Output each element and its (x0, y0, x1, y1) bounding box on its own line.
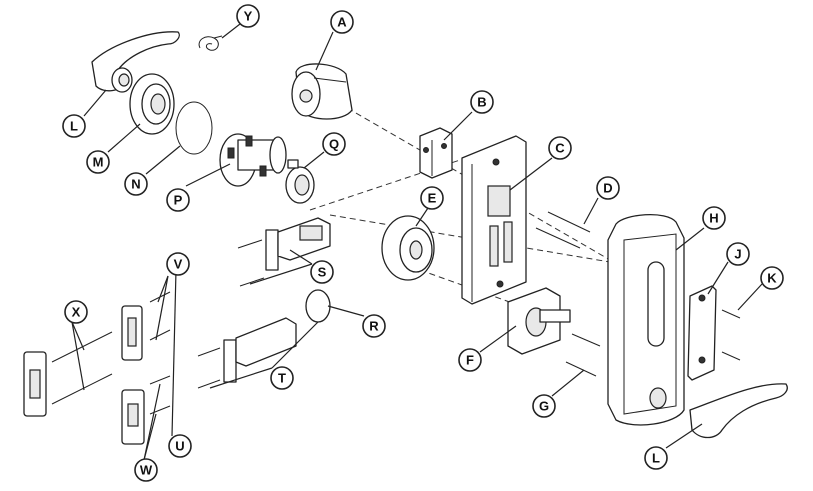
lever-handle-left (91, 31, 180, 93)
callout-G: G (532, 394, 556, 418)
callout-R: R (362, 314, 386, 338)
lock-chassis (461, 135, 527, 305)
callout-V-text: V (174, 257, 183, 272)
callout-N: N (124, 172, 148, 196)
latch-retainer (419, 127, 453, 179)
callout-S: S (310, 260, 334, 284)
callout-F-text: F (466, 353, 474, 368)
callout-C-text: C (555, 141, 565, 156)
callout-L-top: L (62, 114, 86, 138)
callout-K-text: K (767, 271, 777, 286)
callout-P-text: P (174, 193, 183, 208)
deadbolt-latch (237, 217, 331, 287)
callout-M-text: M (93, 155, 104, 170)
callout-B: B (470, 90, 494, 114)
callout-T: T (270, 366, 294, 390)
callout-E: E (420, 186, 444, 210)
chassis-screws (535, 211, 591, 249)
callout-Y: Y (236, 4, 260, 28)
callout-X-text: X (72, 305, 81, 320)
callout-U-text: U (175, 439, 184, 454)
cylinder-ring (381, 215, 435, 281)
callout-X: X (64, 300, 88, 324)
lever-handle-right (689, 383, 788, 439)
rose (129, 73, 175, 135)
callout-H-text: H (709, 211, 718, 226)
callout-Q: Q (322, 132, 346, 156)
callout-M: M (86, 150, 110, 174)
retaining-clip (198, 35, 223, 51)
assembly-axis-lines (309, 97, 611, 321)
callout-B-text: B (477, 95, 486, 110)
callout-A: A (330, 10, 354, 34)
callout-Q-text: Q (329, 137, 339, 152)
bracket-screws (721, 309, 741, 361)
leader-lines (71, 23, 763, 461)
passage-latch (197, 289, 331, 389)
callout-J-text: J (734, 247, 741, 262)
callout-H: H (702, 206, 726, 230)
callout-F: F (458, 348, 482, 372)
callout-W: W (134, 458, 158, 482)
interior-bracket (687, 285, 717, 381)
callout-Y-text: Y (244, 9, 253, 24)
callout-G-text: G (539, 399, 549, 414)
o-ring (175, 101, 213, 155)
callout-T-text: T (278, 371, 286, 386)
callout-A-text: A (337, 15, 347, 30)
mounting-plate (219, 133, 287, 187)
callout-J: J (726, 242, 750, 266)
callout-S-text: S (318, 265, 327, 280)
callout-D-text: D (603, 181, 612, 196)
callout-L-bottom: L (644, 446, 668, 470)
latch-strike (121, 375, 171, 445)
callout-E-text: E (428, 191, 437, 206)
callout-C: C (548, 136, 572, 160)
escutcheon (607, 213, 685, 426)
callout-D: D (596, 176, 620, 200)
interior-mounting-plate (507, 287, 571, 355)
callout-W-text: W (140, 463, 153, 478)
callout-V: V (166, 252, 190, 276)
callout-L-top-text: L (70, 119, 78, 134)
callout-P: P (166, 188, 190, 212)
callout-U: U (168, 434, 192, 458)
callout-K: K (760, 266, 784, 290)
cylinder-housing (291, 63, 353, 120)
callout-R-text: R (369, 319, 379, 334)
callout-N-text: N (131, 177, 140, 192)
mounting-screws (565, 333, 601, 377)
spring-collar (285, 159, 315, 204)
deadbolt-strike (121, 291, 171, 361)
callout-L-bottom-text: L (652, 451, 660, 466)
deadbolt-strike-plate (23, 331, 113, 417)
